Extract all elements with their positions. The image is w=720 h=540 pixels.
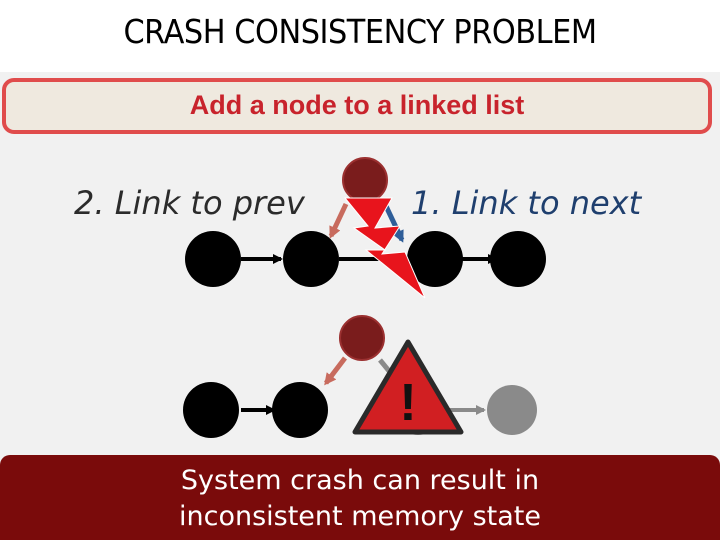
new-node (342, 157, 388, 203)
footer-line-1: System crash can result in (180, 465, 540, 496)
subtitle-box: Add a node to a linked list (2, 78, 712, 134)
page-title: CRASH CONSISTENCY PROBLEM (123, 12, 597, 51)
next-link-arrow (382, 202, 405, 243)
list-node (407, 231, 463, 287)
list-node (183, 382, 239, 438)
step-link-prev-label: 2. Link to prev (74, 184, 306, 222)
warning-triangle-icon: ! (352, 339, 464, 435)
warning-symbol: ! (399, 374, 416, 432)
list-node (283, 231, 339, 287)
list-node (185, 231, 241, 287)
footer-line-2: inconsistent memory state (179, 501, 541, 532)
new-node (339, 315, 385, 361)
subtitle: Add a node to a linked list (189, 90, 525, 120)
footer-box: System crash can result in inconsistent … (0, 455, 720, 540)
prev-link-arrow (324, 356, 347, 386)
step-link-next-label: 1. Link to next (411, 184, 643, 222)
list-node (272, 382, 328, 438)
lightning-icon (343, 197, 426, 299)
list-node (490, 231, 546, 287)
footer-text: System crash can result in inconsistent … (0, 463, 720, 535)
list-node-orphaned (487, 385, 537, 435)
prev-link-arrow (328, 202, 349, 239)
title-band: CRASH CONSISTENCY PROBLEM (0, 0, 720, 72)
